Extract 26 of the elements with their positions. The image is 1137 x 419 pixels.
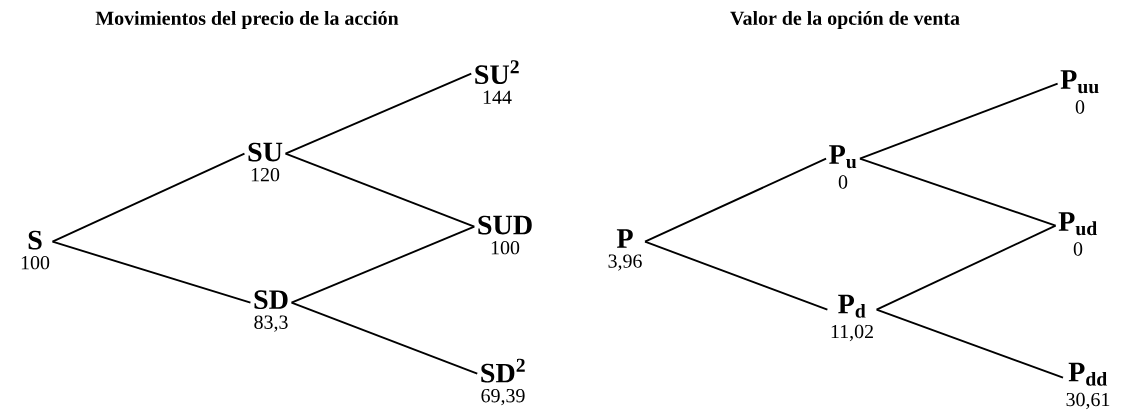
connector-line	[644, 157, 827, 243]
node-label: SD$^{2}$ 69,39	[481, 358, 525, 406]
connector-line	[284, 152, 476, 228]
node-label: P$_{dd}$ 30,61	[1066, 362, 1110, 410]
node-label: P 3,96	[608, 229, 642, 271]
connector-line	[644, 240, 829, 311]
node-label: P$_{ud}$ 0	[1058, 212, 1097, 256]
node-label: S 100	[21, 230, 50, 270]
connector-line	[51, 152, 246, 243]
connector-line	[290, 301, 479, 375]
node-label: P$_{uu}$ 0	[1060, 70, 1099, 114]
connector-line	[290, 225, 476, 304]
node-label: P$_{u}$ 0	[829, 145, 857, 189]
heading: Movimientos del precio de la acción	[95, 10, 399, 30]
node-label: SUD 100	[478, 215, 532, 255]
node-label: SU$^{2}$ 144	[475, 60, 519, 104]
connector-line	[875, 308, 1064, 379]
node-label: SU 120	[248, 142, 283, 182]
connector-line	[859, 82, 1059, 160]
connector-line	[51, 240, 252, 304]
connector-line	[875, 224, 1057, 311]
connector-line	[284, 72, 473, 155]
heading: Valor de la opción de venta	[730, 10, 960, 30]
node-label: P$_{d}$ 11,02	[831, 294, 873, 342]
connector-line	[859, 157, 1057, 227]
node-label: SD 83,3	[254, 290, 288, 332]
